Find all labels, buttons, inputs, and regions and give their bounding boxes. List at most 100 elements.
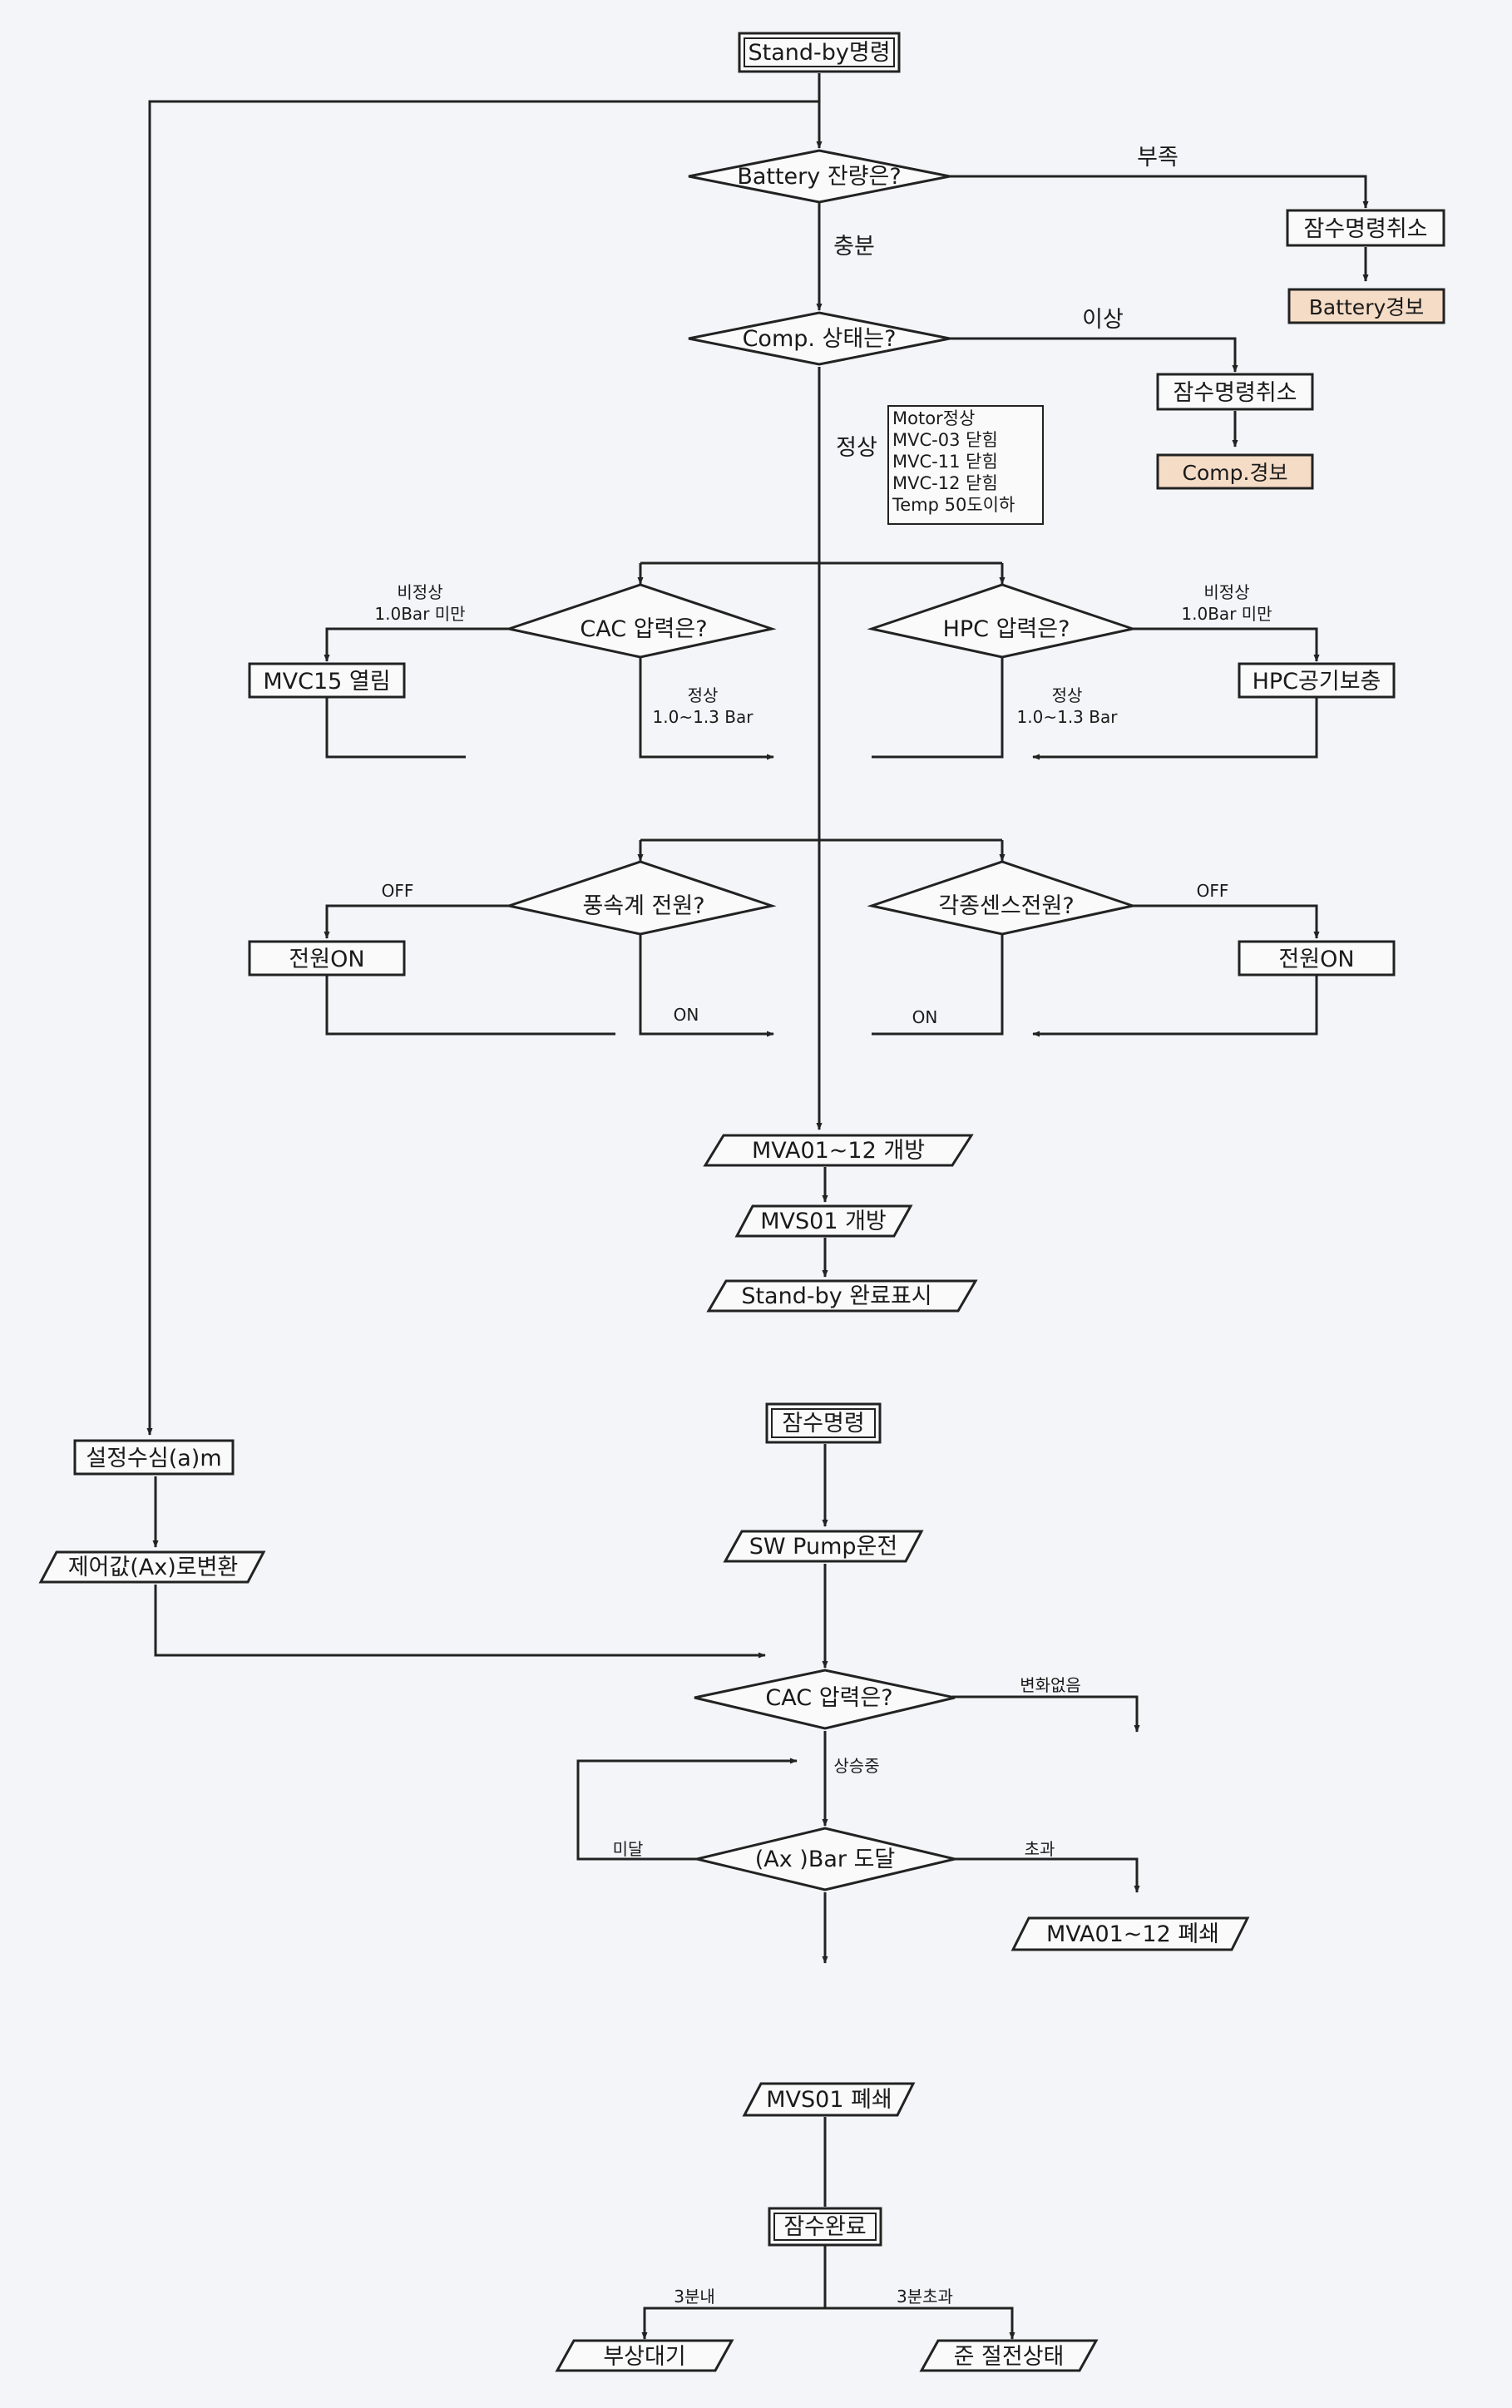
node-convert-control: 제어값(Ax)로변환 — [38, 1550, 266, 1584]
edge-sensor-off — [1133, 904, 1320, 939]
edge-label-sensor-on: ON — [912, 1007, 938, 1027]
edge-comp-abnormal — [950, 337, 1238, 373]
edge-cac-abnormal — [324, 627, 509, 662]
edge-label-normal: 정상 — [836, 435, 877, 461]
label-cac-pressure-q: CAC 압력은? — [580, 616, 707, 642]
node-standby-done: Stand-by 완료표시 — [706, 1279, 978, 1313]
edge-standby-to-set-depth — [146, 100, 819, 1436]
label-dive-complete: 잠수완료 — [783, 2214, 866, 2240]
edge-label-lack: 부족 — [1137, 145, 1178, 171]
edge-over-3min — [825, 2307, 1015, 2340]
label-anemometer-power-q: 풍속계 전원? — [582, 893, 704, 919]
label-mvs01-close: MVS01 폐쇄 — [766, 2087, 892, 2113]
edge-battery-lack — [950, 175, 1369, 209]
node-power-on-right: 전원ON — [1238, 940, 1396, 977]
decision-comp: Comp. 상태는? — [688, 311, 951, 366]
edge-label-anemo-off: OFF — [382, 881, 414, 901]
label-power-on-left: 전원ON — [289, 947, 364, 972]
edge-label-sensor-off: OFF — [1197, 881, 1229, 901]
node-set-depth: 설정수심(a)m — [73, 1439, 235, 1476]
node-sw-pump: SW Pump운전 — [723, 1530, 924, 1563]
node-dive-cmd: 잠수명령 — [765, 1402, 882, 1444]
edge-anemo-off — [324, 904, 509, 939]
decision-battery: Battery 잔량은? — [688, 149, 951, 204]
node-cancel-dive-2: 잠수명령취소 — [1156, 373, 1314, 411]
edge-power-on-left-return — [325, 975, 615, 1036]
decision-reach-bar: (Ax )Bar 도달 — [696, 1827, 956, 1891]
label-buoyancy-wait: 부상대기 — [603, 2344, 685, 2370]
label-cancel-dive-2: 잠수명령취소 — [1173, 380, 1297, 406]
edge-sensor-on — [872, 935, 1004, 1036]
node-mvs01-close: MVS01 폐쇄 — [742, 2082, 916, 2117]
edge-cac-normal — [639, 658, 774, 760]
label-convert-control: 제어값(Ax)로변환 — [68, 1555, 239, 1580]
decision-sensor-power: 각종센스전원? — [867, 860, 1138, 936]
comp-condition-item: MVC-11 닫힘 — [892, 452, 998, 472]
edge-label-over-3min: 3분초과 — [897, 2287, 953, 2307]
edge-label-abnormal: 이상 — [1082, 307, 1124, 333]
label-comp-alarm: Comp.경보 — [1183, 461, 1288, 485]
label-sw-pump: SW Pump운전 — [749, 1534, 897, 1560]
label-semi-power-off: 준 절전상태 — [954, 2344, 1065, 2370]
connectors — [146, 73, 1369, 2340]
edge-label-cac-range: 1.0~1.3 Bar — [653, 707, 754, 727]
decision-hpc-pressure: HPC 압력은? — [867, 583, 1138, 659]
label-power-on-right: 전원ON — [1278, 947, 1354, 972]
label-set-depth: 설정수심(a)m — [86, 1446, 221, 1471]
edge-label-exceed: 초과 — [1025, 1839, 1055, 1859]
edge-power-on-right-return — [1032, 975, 1318, 1037]
edge-hpc-abnormal — [1133, 627, 1320, 662]
label-reach-bar: (Ax )Bar 도달 — [755, 1847, 896, 1872]
node-power-on-left: 전원ON — [248, 940, 406, 977]
label-cac-pressure-q2: CAC 압력은? — [765, 1685, 892, 1711]
node-mvc15-open: MVC15 열림 — [248, 662, 406, 699]
node-mva-close: MVA01~12 폐쇄 — [1010, 1916, 1250, 1951]
edge-label-hpc-abnormal: 비정상 — [1203, 582, 1249, 602]
edge-label-cac-abnormal: 비정상 — [397, 582, 442, 602]
label-sensor-power-q: 각종센스전원? — [938, 893, 1074, 919]
edge-label-within-3min: 3분내 — [674, 2287, 715, 2307]
node-dive-complete: 잠수완료 — [768, 2207, 882, 2247]
edge-label-rising: 상승중 — [833, 1756, 879, 1776]
node-mva-open: MVA01~12 개방 — [703, 1134, 974, 1167]
label-hpc-air-supply: HPC공기보충 — [1253, 669, 1381, 695]
label-hpc-pressure-q: HPC 압력은? — [943, 616, 1070, 642]
node-mvs01-open: MVS01 개방 — [734, 1204, 913, 1238]
edge-label-cac-normal: 정상 — [688, 685, 719, 705]
edge-cac-no-change — [952, 1695, 1140, 1733]
label-comp-q: Comp. 상태는? — [743, 326, 897, 352]
label-battery-q: Battery 잔량은? — [737, 164, 901, 190]
edge-label-anemo-on: ON — [674, 1005, 699, 1025]
label-mvc15-open: MVC15 열림 — [263, 669, 390, 695]
edge-label-hpc-normal: 정상 — [1052, 685, 1083, 705]
edge-label-enough: 충분 — [833, 234, 875, 260]
edge-label-hpc-range: 1.0~1.3 Bar — [1017, 707, 1119, 727]
edge-reach-exceed — [955, 1857, 1140, 1893]
edge-convert-to-cac — [154, 1585, 766, 1659]
node-standby-cmd: Stand-by명령 — [738, 32, 901, 73]
node-battery-alarm: Battery경보 — [1287, 288, 1445, 324]
edge-label-cac-below: 1.0Bar 미만 — [374, 604, 465, 624]
label-standby-done: Stand-by 완료표시 — [741, 1283, 931, 1309]
edge-reach-under — [576, 1758, 798, 1861]
node-buoyancy-wait: 부상대기 — [555, 2339, 734, 2372]
label-cancel-dive-1: 잠수명령취소 — [1303, 216, 1427, 242]
edge-mvc15-return — [325, 697, 466, 759]
decision-cac-pressure-2: CAC 압력은? — [694, 1669, 956, 1730]
label-mva-close: MVA01~12 폐쇄 — [1046, 1921, 1219, 1947]
decision-cac-pressure: CAC 압력은? — [504, 583, 777, 659]
comp-condition-item: Motor정상 — [892, 408, 975, 428]
node-hpc-air-supply: HPC공기보충 — [1238, 662, 1396, 699]
comp-condition-item: MVC-03 닫힘 — [892, 430, 998, 450]
label-battery-alarm: Battery경보 — [1309, 295, 1425, 319]
label-mva-open: MVA01~12 개방 — [752, 1138, 925, 1164]
node-cancel-dive-1: 잠수명령취소 — [1286, 209, 1445, 247]
edge-label-hpc-below: 1.0Bar 미만 — [1181, 604, 1272, 624]
comp-conditions-note: Motor정상 MVC-03 닫힘 MVC-11 닫힘 MVC-12 닫힘 Te… — [887, 405, 1044, 525]
comp-condition-item: MVC-12 닫힘 — [892, 473, 998, 493]
edge-anemo-on — [639, 935, 774, 1037]
edge-hpc-normal — [872, 658, 1004, 759]
edge-within-3min — [641, 2246, 827, 2340]
edge-label-under: 미달 — [613, 1839, 644, 1859]
